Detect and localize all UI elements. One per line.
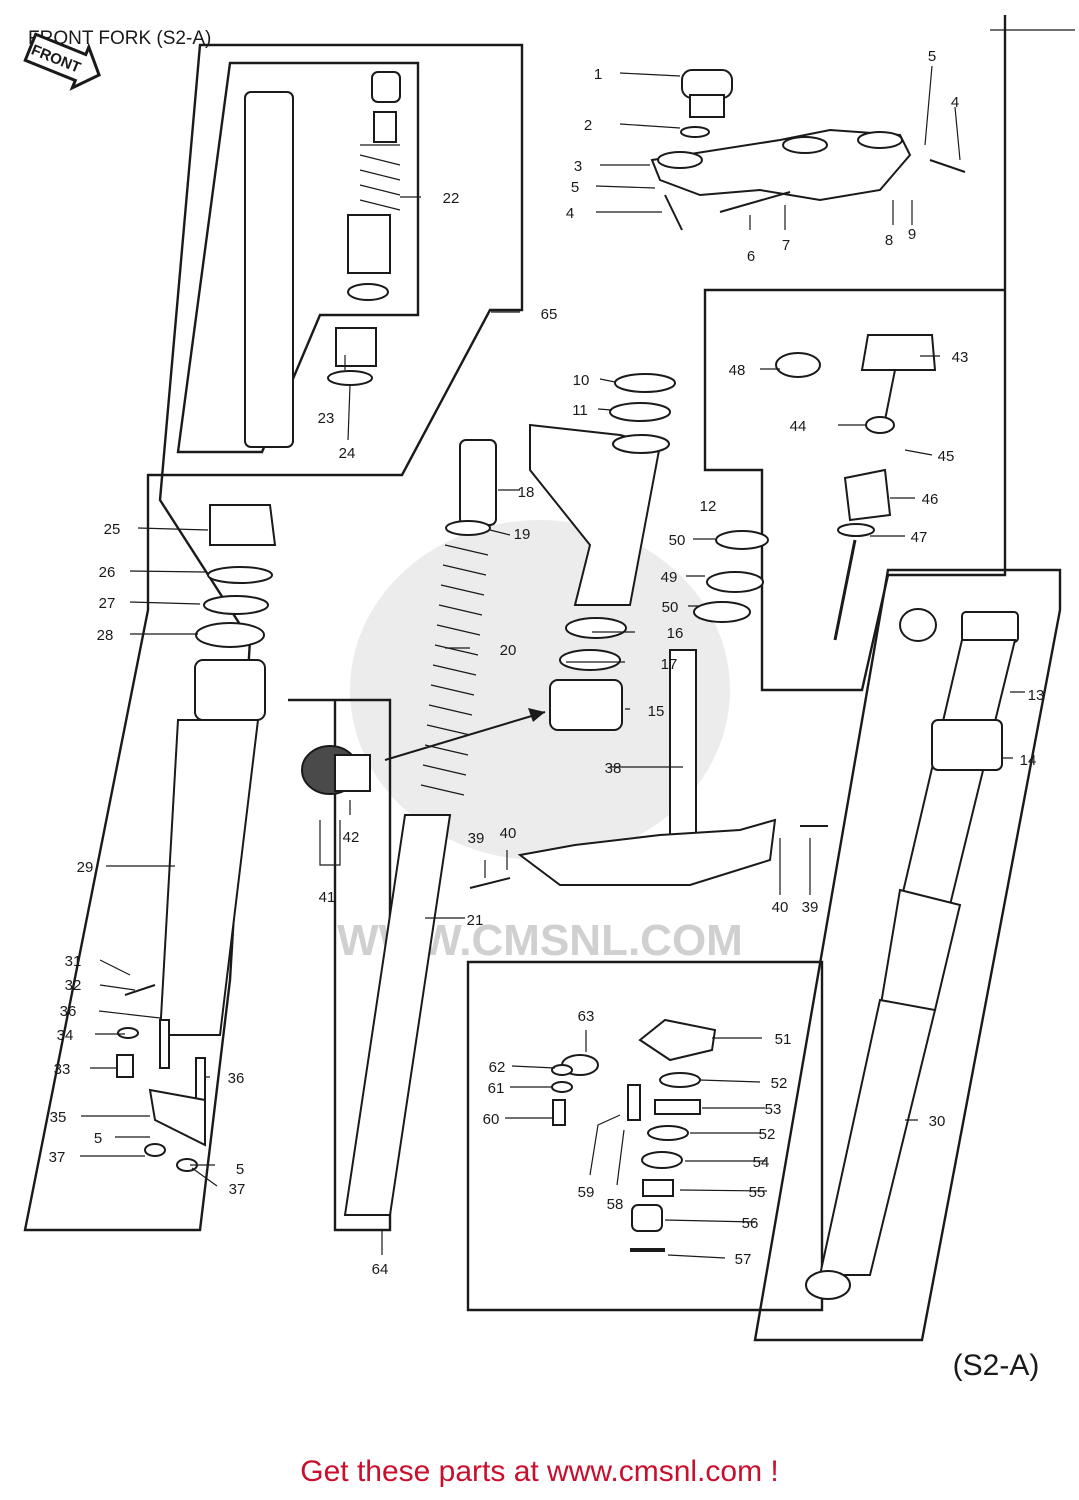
- callout-33: 33: [54, 1061, 71, 1078]
- callout-14: 14: [1020, 752, 1037, 769]
- callout-40: 40: [772, 899, 789, 916]
- callout-58: 58: [607, 1196, 624, 1213]
- callout-7: 7: [782, 237, 790, 254]
- callout-5: 5: [236, 1161, 244, 1178]
- callout-10: 10: [573, 372, 590, 389]
- callout-27: 27: [99, 595, 116, 612]
- callout-19: 19: [514, 526, 531, 543]
- callout-29: 29: [77, 859, 94, 876]
- fork-leg-right-frame: [753, 568, 1062, 1342]
- callout-49: 49: [661, 569, 678, 586]
- fork-inner-frame-65: [176, 61, 420, 454]
- page-title: FRONT FORK (S2-A): [28, 28, 211, 49]
- callout-39: 39: [468, 830, 485, 847]
- callout-65: 65: [541, 306, 558, 323]
- callout-12: 12: [700, 498, 717, 515]
- callout-43: 43: [952, 349, 969, 366]
- callout-22: 22: [443, 190, 460, 207]
- callout-54: 54: [753, 1154, 770, 1171]
- callout-25: 25: [104, 521, 121, 538]
- callout-4: 4: [566, 205, 574, 222]
- callout-31: 31: [65, 953, 82, 970]
- callout-55: 55: [749, 1184, 766, 1201]
- callout-34: 34: [57, 1027, 74, 1044]
- footer-parts-link[interactable]: Get these parts at www.cmsnl.com !: [300, 1455, 779, 1488]
- callout-60: 60: [483, 1111, 500, 1128]
- variant-label: (S2-A): [953, 1349, 1040, 1382]
- callout-21: 21: [467, 912, 484, 929]
- callout-8: 8: [885, 232, 893, 249]
- callout-24: 24: [339, 445, 356, 462]
- callout-3: 3: [574, 158, 582, 175]
- callout-41: 41: [319, 889, 336, 906]
- callout-44: 44: [790, 418, 807, 435]
- callout-35: 35: [50, 1109, 67, 1126]
- callout-45: 45: [938, 448, 955, 465]
- callout-18: 18: [518, 484, 535, 501]
- callout-52: 52: [759, 1126, 776, 1143]
- group-parts: [116, 69, 1019, 1300]
- callout-46: 46: [922, 491, 939, 508]
- lower-right-frame: [466, 960, 824, 1312]
- callout-13: 13: [1028, 687, 1045, 704]
- callout-28: 28: [97, 627, 114, 644]
- callout-5: 5: [94, 1130, 102, 1147]
- callout-2: 2: [584, 117, 592, 134]
- callout-6: 6: [747, 248, 755, 265]
- callout-48: 48: [729, 362, 746, 379]
- callout-61: 61: [488, 1080, 505, 1097]
- callout-64: 64: [372, 1261, 389, 1278]
- callout-9: 9: [908, 226, 916, 243]
- callout-56: 56: [742, 1215, 759, 1232]
- group-leaders: [80, 29, 1075, 1259]
- callout-50: 50: [669, 532, 686, 549]
- callout-16: 16: [667, 625, 684, 642]
- callout-20: 20: [500, 642, 517, 659]
- callout-63: 63: [578, 1008, 595, 1025]
- callout-42: 42: [343, 829, 360, 846]
- callout-53: 53: [765, 1101, 782, 1118]
- callout-23: 23: [318, 410, 335, 427]
- callout-57: 57: [735, 1251, 752, 1268]
- callout-59: 59: [578, 1184, 595, 1201]
- callout-37: 37: [49, 1149, 66, 1166]
- callout-62: 62: [489, 1059, 506, 1076]
- callout-38: 38: [605, 760, 622, 777]
- callout-47: 47: [911, 529, 928, 546]
- callout-4: 4: [951, 94, 959, 111]
- callout-17: 17: [661, 656, 678, 673]
- callout-5: 5: [571, 179, 579, 196]
- callout-15: 15: [648, 703, 665, 720]
- callout-52: 52: [771, 1075, 788, 1092]
- callout-51: 51: [775, 1031, 792, 1048]
- callout-30: 30: [929, 1113, 946, 1130]
- callout-36: 36: [60, 1003, 77, 1020]
- callout-39: 39: [802, 899, 819, 916]
- callout-36: 36: [228, 1070, 245, 1087]
- callout-11: 11: [572, 402, 588, 419]
- damper-frame-41: [288, 698, 392, 1232]
- callout-26: 26: [99, 564, 116, 581]
- callout-5: 5: [928, 48, 936, 65]
- bracket-stem-frame: [703, 15, 1007, 692]
- callout-40: 40: [500, 825, 517, 842]
- callout-37: 37: [229, 1181, 246, 1198]
- group-callouts: 1 2 3 5 4 5 4 6 7 8 9 10 11 12 13 14 15 …: [49, 48, 1045, 1278]
- callout-50: 50: [662, 599, 679, 616]
- callout-1: 1: [594, 66, 602, 83]
- callout-32: 32: [65, 977, 82, 994]
